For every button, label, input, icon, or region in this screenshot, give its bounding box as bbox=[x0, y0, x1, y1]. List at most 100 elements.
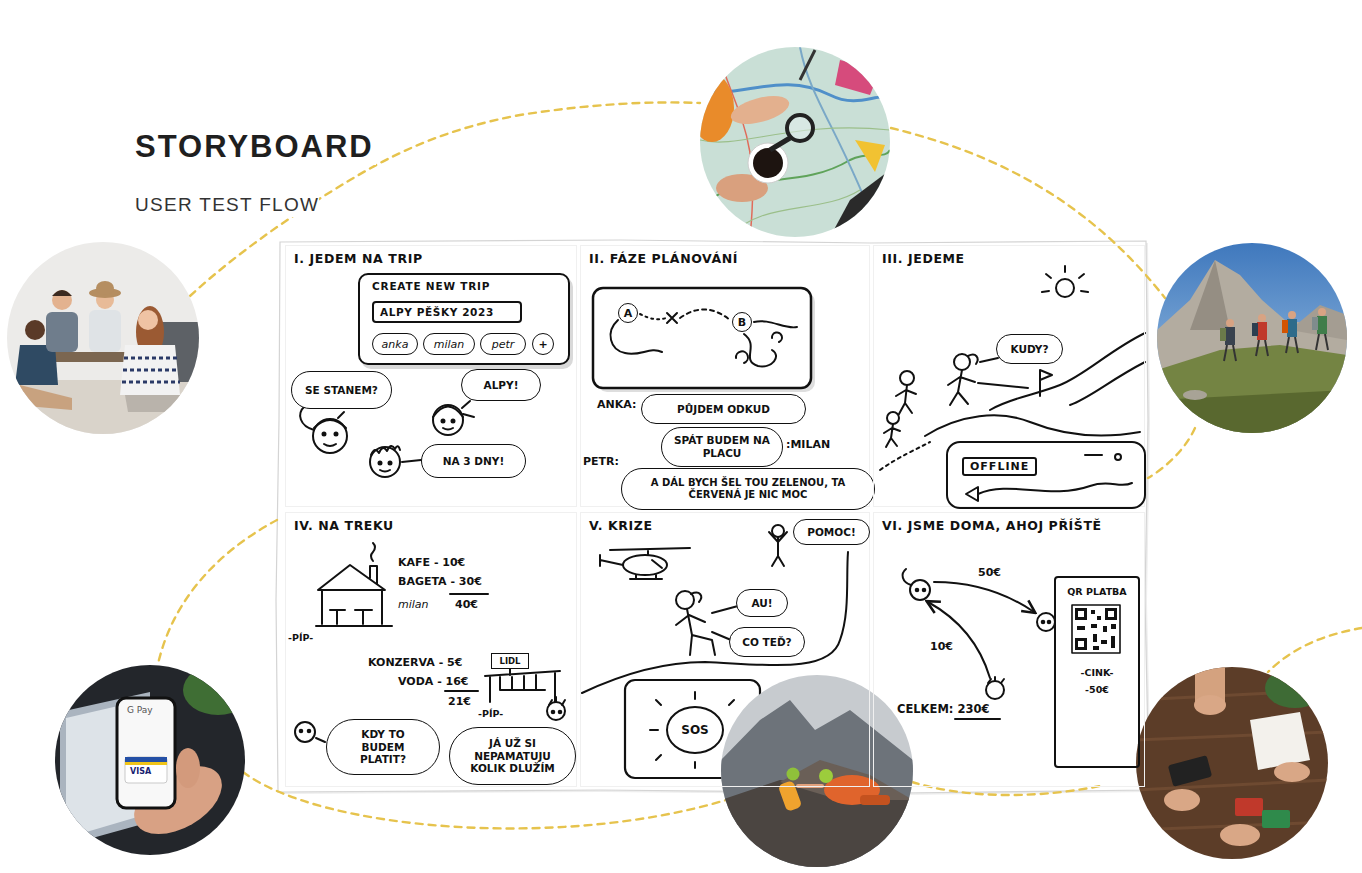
storyboard-panel: III. JEDEMEKUDY?OFFLINE bbox=[873, 245, 1145, 507]
helicopter-drawing bbox=[610, 548, 690, 555]
node-text: A bbox=[624, 308, 633, 319]
trail-path bbox=[925, 415, 1140, 436]
hiker-figure bbox=[980, 358, 998, 362]
node-text: -50€ bbox=[1085, 684, 1109, 695]
panel-heading: II. FÁZE PLÁNOVÁNÍ bbox=[589, 251, 861, 266]
friend-face bbox=[371, 446, 400, 455]
sound-effect: -PÍP- bbox=[288, 632, 313, 643]
storyboard-panel: I. JEDEM NA TRIPCREATE NEW TRIPALPY PĚŠK… bbox=[285, 245, 577, 507]
hiker-figure bbox=[896, 371, 916, 414]
rescue-photo bbox=[819, 769, 833, 783]
friend-face bbox=[402, 460, 421, 462]
map-marker: A bbox=[618, 303, 638, 323]
map-photo bbox=[830, 170, 890, 237]
qr-code bbox=[1091, 624, 1097, 628]
table-photo bbox=[1235, 798, 1263, 816]
table-photo bbox=[1136, 690, 1328, 830]
qr-code bbox=[1093, 634, 1097, 642]
rescue-photo bbox=[860, 795, 890, 805]
panel-heading: VI. JSME DOMA, AHOJ PŘÍŠTĚ bbox=[882, 518, 1136, 533]
trip-card: CREATE NEW TRIPALPY PĚŠKY 2023ankamilanp… bbox=[358, 273, 570, 365]
hiker-figure bbox=[1040, 370, 1052, 396]
speech-bubble: AU! bbox=[736, 589, 788, 617]
phone-details bbox=[966, 487, 978, 501]
hut-drawing bbox=[318, 565, 385, 590]
injured-hiker bbox=[712, 606, 738, 613]
member-chip: anka bbox=[372, 333, 418, 355]
node-text: AU! bbox=[751, 597, 772, 610]
speech-bubble: PŮJDEM ODKUD bbox=[641, 394, 806, 424]
hikers-photo bbox=[1157, 243, 1347, 433]
hikers-photo bbox=[1225, 327, 1235, 345]
hikers-photo bbox=[1157, 390, 1347, 433]
hut-drawing bbox=[316, 543, 392, 626]
shop-drawing bbox=[485, 671, 560, 676]
friend-face bbox=[335, 433, 338, 436]
panel-heading: III. JEDEME bbox=[882, 251, 1136, 266]
page-title: STORYBOARD bbox=[133, 128, 376, 165]
friend-face bbox=[370, 446, 421, 477]
node-text: OFFLINE bbox=[962, 457, 1037, 476]
payment-photo bbox=[183, 665, 253, 715]
sun-symbol bbox=[1042, 266, 1088, 297]
table-photo bbox=[1262, 810, 1290, 828]
shop-drawing bbox=[485, 669, 560, 702]
friend-face bbox=[300, 406, 314, 430]
friend-face bbox=[300, 406, 347, 453]
payment-photo bbox=[125, 762, 167, 765]
speaker-name: :MILAN bbox=[786, 438, 830, 451]
friend-face bbox=[923, 589, 926, 592]
map-marker: B bbox=[732, 312, 752, 332]
map-photo bbox=[800, 50, 815, 80]
hikers-photo bbox=[1157, 345, 1347, 433]
qr-code bbox=[1093, 646, 1099, 650]
hiker-figure bbox=[968, 355, 978, 364]
friends-photo bbox=[52, 290, 72, 296]
total-amount: CELKEM: 230€ bbox=[897, 703, 989, 717]
map-card bbox=[611, 320, 662, 354]
hut-drawing bbox=[370, 566, 377, 584]
injured-hiker bbox=[676, 609, 715, 655]
payment-arrow bbox=[928, 602, 990, 678]
payment-arrow bbox=[934, 582, 1034, 612]
hikers-photo bbox=[1318, 308, 1326, 316]
debt-amount: 50€ bbox=[978, 566, 1001, 579]
friend-face bbox=[300, 730, 303, 733]
hiker-figure bbox=[900, 371, 914, 385]
trail-path bbox=[990, 333, 1145, 410]
hiker-figure bbox=[884, 412, 900, 447]
friends-photo bbox=[15, 385, 72, 410]
calling-figure bbox=[769, 532, 787, 566]
friend-face bbox=[1042, 621, 1045, 624]
friend-face bbox=[295, 722, 315, 742]
expense-item: KONZERVA - 5€ bbox=[368, 656, 462, 669]
table-photo bbox=[1164, 789, 1200, 811]
shop-drawing bbox=[500, 675, 545, 690]
hut-drawing bbox=[371, 543, 375, 561]
rescue-photo bbox=[721, 700, 913, 867]
speaker-name: PETR: bbox=[583, 455, 619, 468]
debt-amount: 10€ bbox=[930, 640, 953, 653]
node-text: ALPY! bbox=[484, 379, 519, 392]
qr-code bbox=[1111, 624, 1116, 629]
friends-photo bbox=[25, 320, 45, 340]
table-photo bbox=[1136, 667, 1328, 859]
node-text: KDY TO BUDEM PLATIT? bbox=[339, 728, 427, 766]
hiker-figure bbox=[884, 424, 900, 447]
hikers-photo bbox=[1220, 328, 1226, 341]
friend-face bbox=[295, 722, 325, 742]
phone-screen: OFFLINE bbox=[946, 441, 1146, 509]
friends-photo bbox=[52, 290, 72, 310]
qr-code bbox=[1091, 610, 1095, 614]
friends-photo bbox=[120, 345, 180, 395]
speech-bubble: SE STANEM? bbox=[291, 371, 392, 409]
map-card bbox=[667, 313, 677, 323]
friend-face bbox=[986, 677, 1004, 699]
node-text: CO TEĎ? bbox=[742, 636, 791, 649]
qr-payment-card: QR PLATBA-CINK--50€ bbox=[1054, 576, 1140, 768]
qr-code bbox=[1111, 636, 1115, 648]
friend-face bbox=[433, 405, 463, 435]
paper-sheet bbox=[276, 240, 1149, 793]
friend-face bbox=[370, 447, 400, 477]
speech-bubble: POMOC! bbox=[793, 519, 870, 545]
